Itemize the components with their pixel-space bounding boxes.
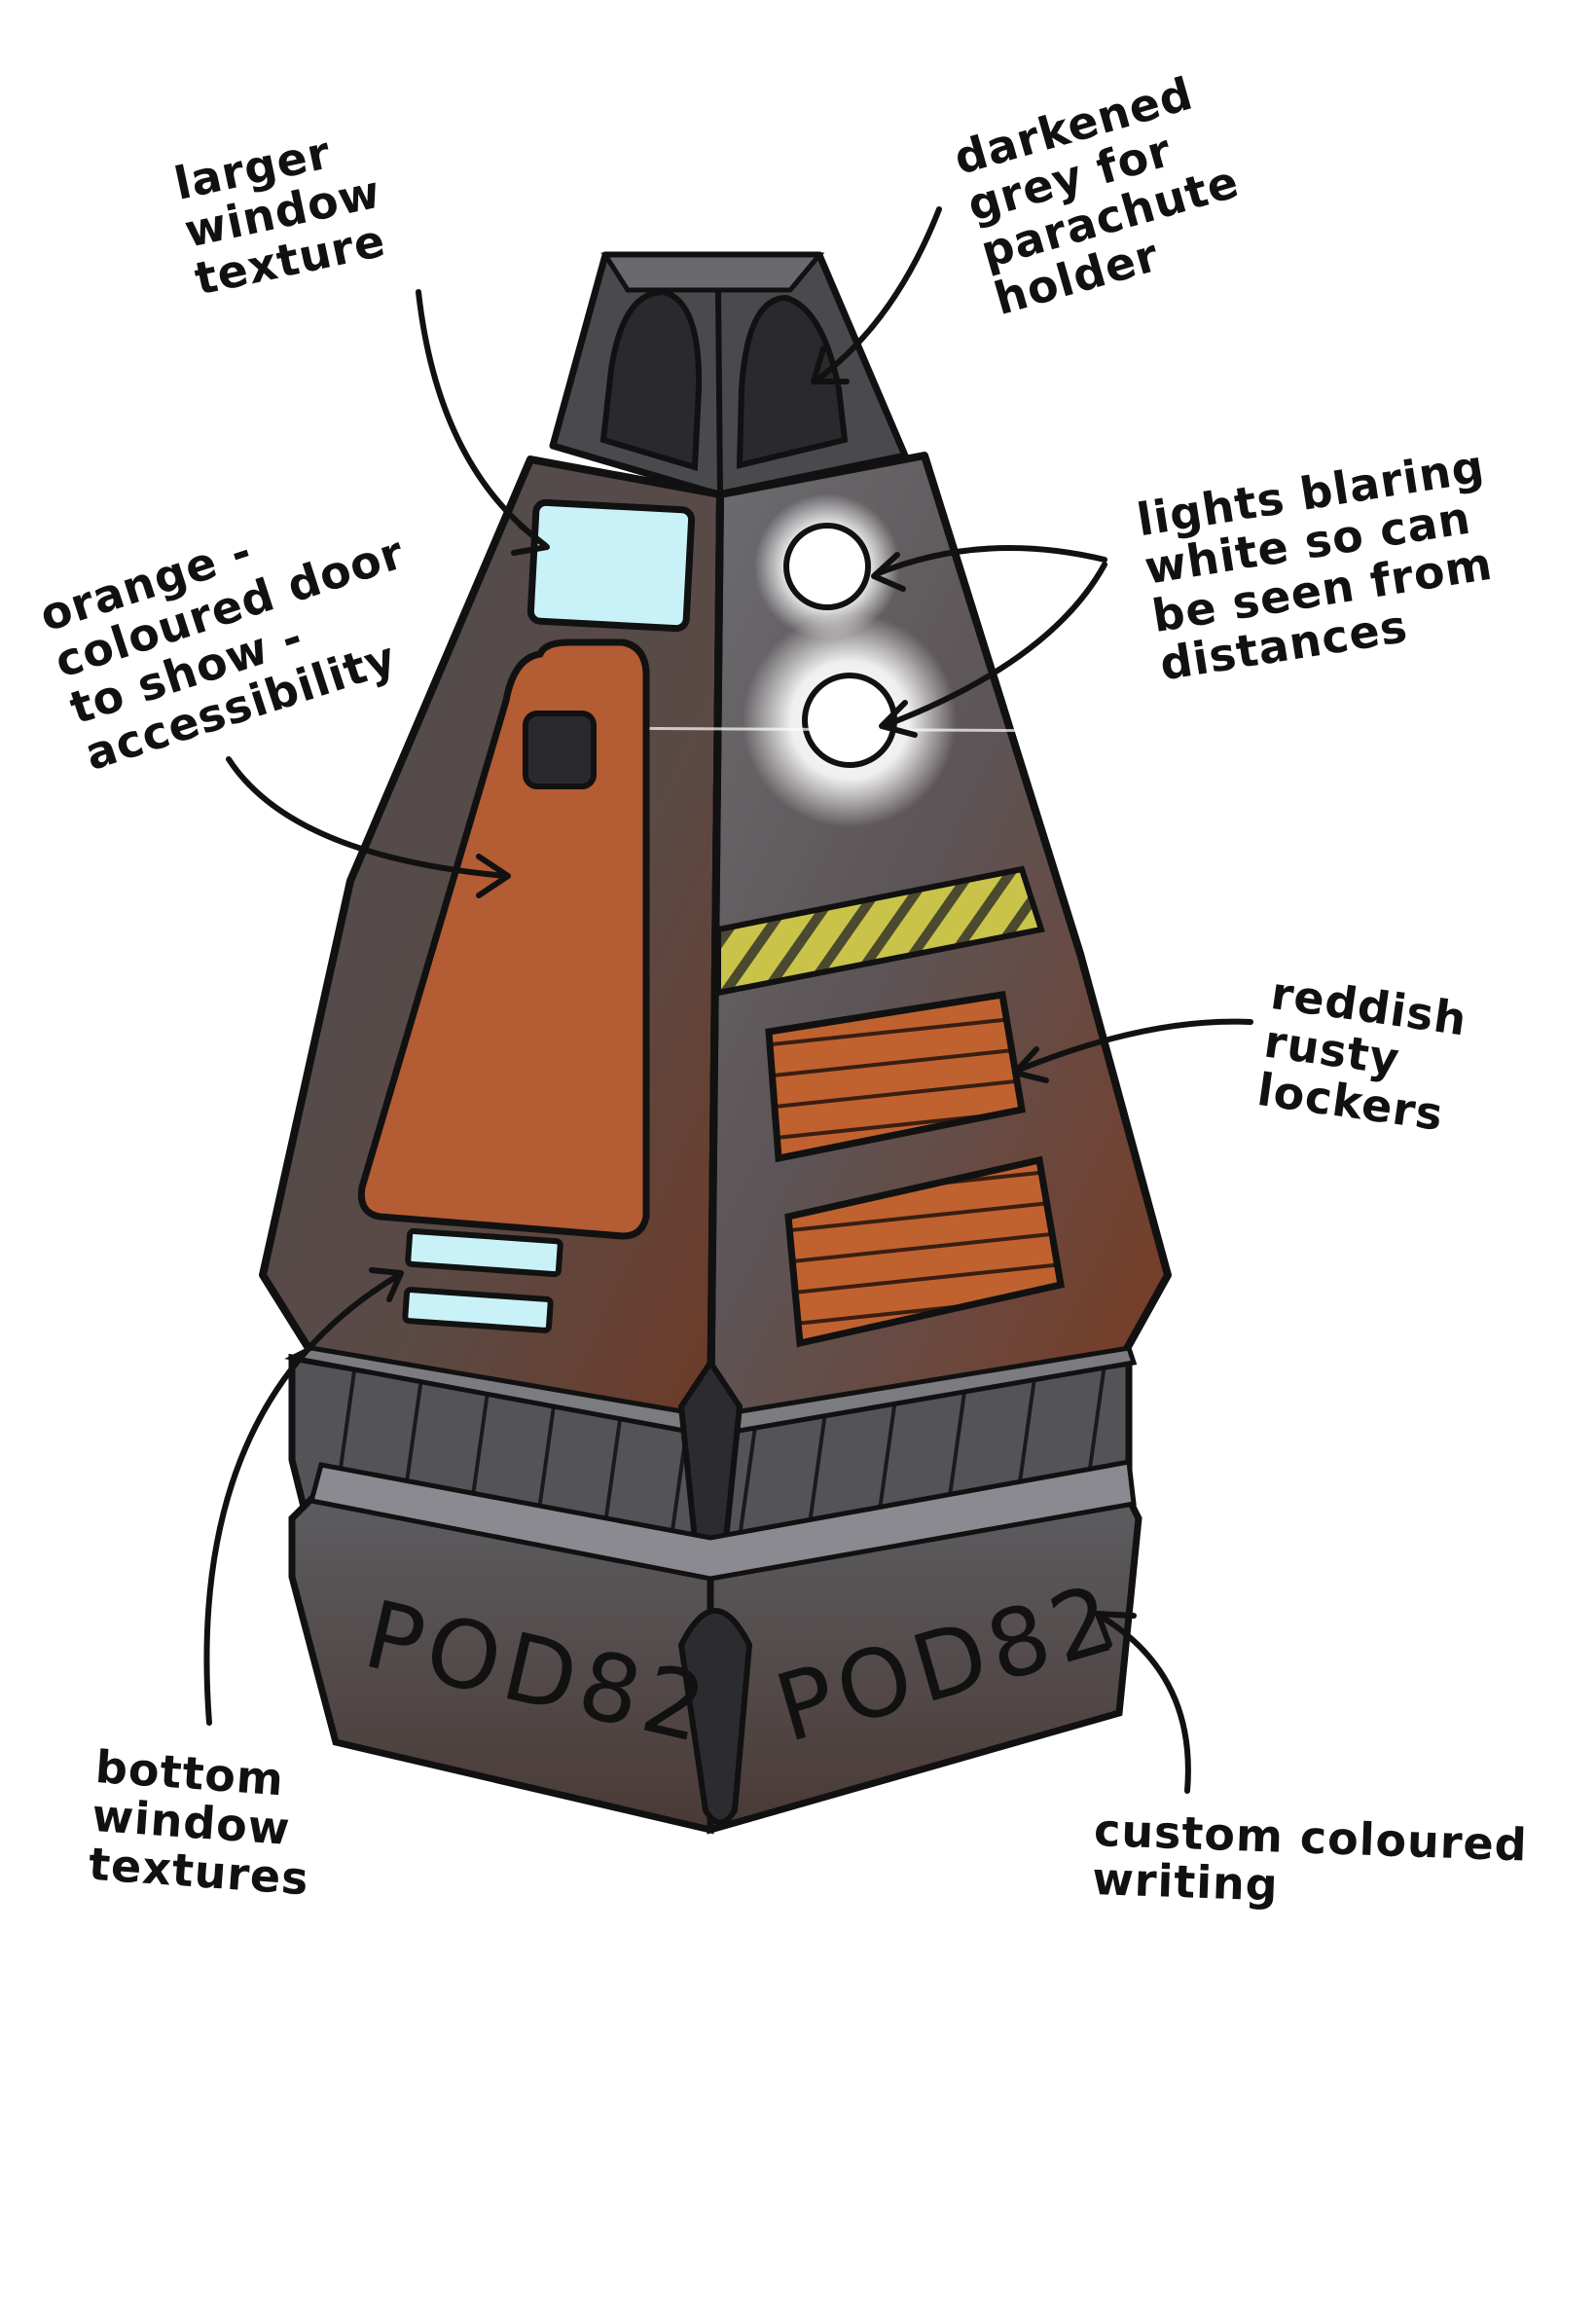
arrow-parachute [815, 206, 942, 383]
arrow-bottom-windows [203, 1272, 402, 1726]
annotation-lockers: reddish rusty lockers [1253, 966, 1470, 1142]
arrow-light-bottom [883, 562, 1107, 728]
rusty-lockers [765, 991, 1066, 1348]
lights [583, 493, 1256, 827]
arrow-light-top [873, 545, 1107, 577]
door-window [523, 711, 597, 789]
hazard-stripe [715, 865, 1045, 997]
arrow-window [416, 289, 548, 548]
parachute-holder [549, 251, 909, 498]
light-top-icon [783, 523, 871, 610]
arrow-door [226, 756, 509, 879]
pod-base: POD82 POD82 [288, 1459, 1143, 1835]
bottom-windows [402, 1227, 563, 1333]
annotation-writing: custom coloured writing [1091, 1804, 1529, 1912]
locker-top [765, 991, 1027, 1163]
arrow-lockers [1014, 1018, 1253, 1074]
bottom-window-2 [402, 1287, 554, 1333]
annotation-bottom-windows: bottom window textures [87, 1740, 311, 1906]
locker-bottom [784, 1155, 1066, 1348]
orange-door [357, 638, 650, 1240]
annotation-arrows [203, 206, 1253, 1794]
large-window [526, 498, 696, 633]
arrow-writing [1097, 1613, 1191, 1794]
light-bottom-icon [802, 673, 897, 768]
bottom-window-1 [405, 1227, 563, 1278]
